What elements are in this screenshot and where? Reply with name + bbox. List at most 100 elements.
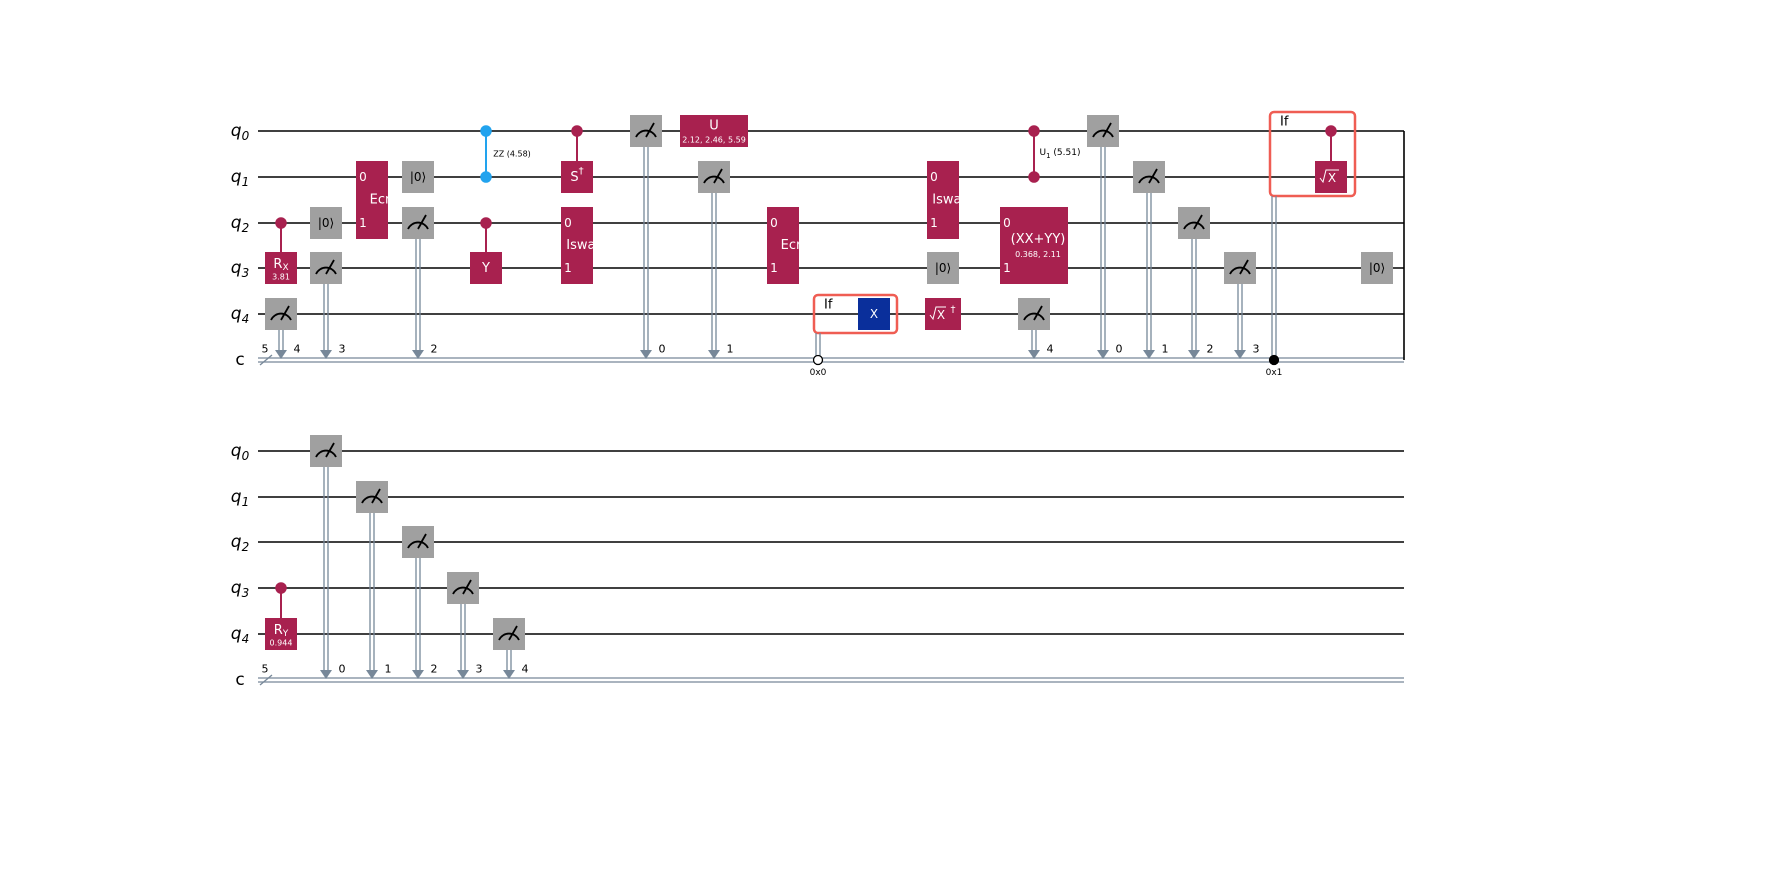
controlled-sqrt-x-gate: X <box>1315 131 1347 193</box>
meter-arc-icon <box>315 449 337 458</box>
gate-label: (XX+YY) <box>1011 232 1066 247</box>
gate-port-label: 1 <box>930 216 938 230</box>
gate-label: X <box>1328 171 1336 185</box>
gate-port-label: 0 <box>930 170 938 184</box>
cbit-index-label: 2 <box>431 343 438 356</box>
meter-arc-icon <box>635 129 657 138</box>
reset-gate: |0⟩ <box>927 252 959 284</box>
control-dot <box>1325 125 1337 137</box>
cbit-index-label: 3 <box>339 343 346 356</box>
cbit-index-label: 1 <box>385 663 392 676</box>
target-dot <box>1028 171 1040 183</box>
meter-arc-icon <box>1229 266 1251 275</box>
register-size-label: 5 <box>262 663 269 676</box>
gate-port-label: 1 <box>1003 261 1011 275</box>
meter-arc-icon <box>1092 129 1114 138</box>
measure-gate: 3 <box>310 252 346 359</box>
gate-box <box>858 298 890 330</box>
cbit-index-label: 2 <box>431 663 438 676</box>
meter-arc-icon <box>1183 221 1205 230</box>
gate-label: Ecr <box>781 238 802 253</box>
meter-arc-icon <box>361 495 383 504</box>
gate-box <box>1315 161 1347 193</box>
meter-needle-icon <box>645 122 655 138</box>
gate-param-label: ZZ (4.58) <box>493 150 531 159</box>
control-dot <box>1028 125 1040 137</box>
control-dot <box>571 125 583 137</box>
gate-label: Y <box>481 261 490 276</box>
meter-needle-icon <box>280 305 290 321</box>
meter-needle-icon <box>417 214 427 230</box>
control-dot <box>480 217 492 229</box>
gate-param-label: 0.368, 2.11 <box>1015 250 1061 259</box>
gate-box <box>402 161 434 193</box>
register-slash <box>259 674 273 686</box>
measure-arrow <box>640 350 652 359</box>
condition-value-label: 0x1 <box>1266 368 1283 378</box>
gate-box <box>925 298 961 330</box>
qubit-label: q2 <box>231 213 249 235</box>
meter-needle-icon <box>1239 259 1249 275</box>
measure-gate: 1 <box>1133 161 1169 359</box>
measure-arrow <box>1143 350 1155 359</box>
measure-gate: 0 <box>310 435 346 679</box>
reset-gate: |0⟩ <box>310 207 342 239</box>
gate-port-label: 1 <box>770 261 778 275</box>
meter-needle-icon <box>325 259 335 275</box>
meter-needle-icon <box>417 533 427 549</box>
if-label: If <box>1280 115 1289 130</box>
measure-gate: 4 <box>493 618 529 679</box>
qubit-label: q4 <box>231 624 249 646</box>
meter-arc-icon <box>452 586 474 595</box>
u-gate: U2.12, 2.46, 5.59 <box>680 115 748 147</box>
cbit-index-label: 4 <box>294 343 301 356</box>
meter-needle-icon <box>1033 305 1043 321</box>
gate-port-label: 1 <box>564 261 572 275</box>
gate-box <box>356 161 388 239</box>
gate-label: Iswap <box>932 193 969 208</box>
gate-param-label: 2.12, 2.46, 5.59 <box>682 136 746 145</box>
if-label: If <box>824 298 833 313</box>
measure-gate: 0 <box>1087 115 1123 359</box>
gate-box <box>265 618 297 650</box>
measure-arrow <box>366 670 378 679</box>
gate-label: RY <box>274 623 289 640</box>
measure-gate: 2 <box>1178 207 1214 359</box>
qubit-label: q0 <box>231 121 250 143</box>
gate-box <box>927 161 959 239</box>
meter-arc-icon <box>407 221 429 230</box>
gate-box <box>265 252 297 284</box>
gate-box <box>561 207 593 284</box>
measure-arrow <box>320 350 332 359</box>
gate-box <box>680 115 748 147</box>
measure-gate: 3 <box>447 572 483 679</box>
gate-label: X <box>870 307 878 321</box>
meter-needle-icon <box>713 168 723 184</box>
controlled-gate: U1 (5.51) <box>1033 131 1081 177</box>
measure-arrow <box>1028 350 1040 359</box>
measure-arrow <box>412 670 424 679</box>
classical-register-label: c <box>235 670 244 690</box>
gate-label: RX <box>273 257 288 274</box>
cbit-index-label: 3 <box>476 663 483 676</box>
cbit-index-label: 1 <box>727 343 734 356</box>
sqrt-x-dagger-gate: X† <box>925 298 961 330</box>
qubit-label: q1 <box>231 487 249 509</box>
measure-gate: 4 <box>265 298 301 359</box>
meter-needle-icon <box>508 625 518 641</box>
circuit-panel-1: q0q1q2q3q4c5If0x0If0x1RX3.814|0⟩301Ecr|0… <box>231 110 1405 378</box>
meter-arc-icon <box>407 540 429 549</box>
meter-needle-icon <box>1102 122 1112 138</box>
measure-arrow <box>503 670 515 679</box>
register-slash <box>259 354 273 366</box>
multi-qubit-gate: 0 1 Iswap <box>927 161 970 239</box>
cbit-index-label: 3 <box>1253 343 1260 356</box>
gate-label: Ecr <box>370 193 391 208</box>
meter-needle-icon <box>1193 214 1203 230</box>
gate-param-label: 0.944 <box>270 639 293 648</box>
